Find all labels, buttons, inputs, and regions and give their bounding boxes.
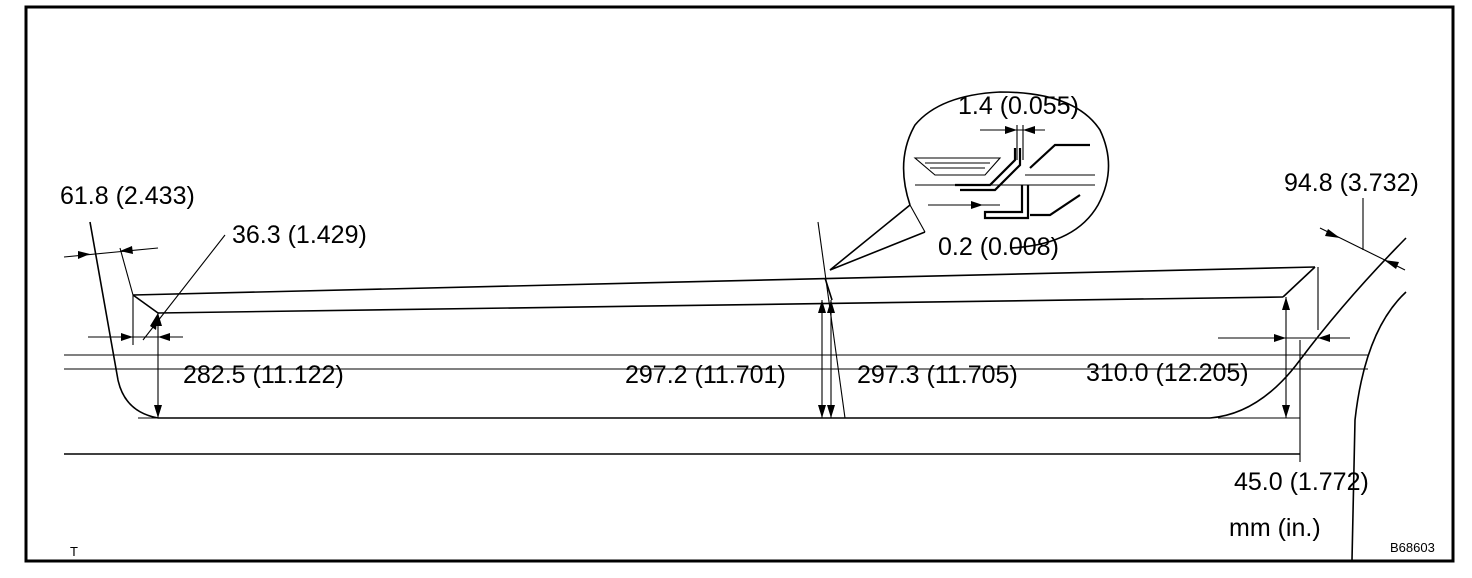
arrow-297-3-bottom: [827, 405, 835, 418]
detail-callout: 1.4 (0.055) 0.2 (0.008): [829, 91, 1110, 271]
dim-282-5: 282.5 (11.122): [138, 313, 344, 419]
label-297-2: 297.2 (11.701): [625, 361, 786, 389]
callout-bubble-join: [909, 204, 926, 233]
figure-frame: [24, 5, 1455, 563]
section-hem: [983, 185, 1030, 220]
dim-45-0: 45.0 (1.772): [1218, 334, 1369, 496]
arrow-282-5-bottom: [154, 405, 162, 418]
callout-pointer: [829, 204, 926, 271]
arrow-94-8-a: [1325, 229, 1340, 238]
label-61-8: 61.8 (2.433): [60, 182, 195, 210]
label-45-0: 45.0 (1.772): [1234, 468, 1369, 496]
dim-94-8: 94.8 (3.732): [1284, 169, 1419, 330]
label-310-0: 310.0 (12.205): [1086, 359, 1249, 387]
panel-left-bevel: [132, 294, 159, 314]
section-right-upper: [1029, 143, 1090, 169]
dim-310-0: 310.0 (12.205): [1086, 297, 1300, 419]
arrow-310-0-top: [1282, 297, 1290, 310]
section-right-lower: [1030, 194, 1081, 217]
label-0-2: 0.2 (0.008): [938, 233, 1059, 261]
label-1-4: 1.4 (0.055): [958, 92, 1079, 120]
arrow-36-3-a: [121, 333, 133, 341]
arrow-310-0-bottom: [1282, 405, 1290, 418]
panel-top-edge: [132, 266, 1316, 296]
arrow-0-2: [971, 201, 983, 209]
arrow-61-8-a: [78, 251, 90, 259]
arrow-36-3-b: [158, 333, 170, 341]
units-label: mm (in.): [1229, 514, 1321, 542]
panel-inner-edge: [157, 296, 1284, 314]
label-282-5: 282.5 (11.122): [183, 361, 344, 389]
label-297-3: 297.3 (11.705): [857, 361, 1018, 389]
panel-right-bevel: [1282, 266, 1316, 298]
callout-bubble: [902, 91, 1110, 249]
arrow-45-0-a: [1274, 334, 1286, 342]
body-curve-right: [1209, 237, 1407, 419]
body-curve-left: [89, 221, 159, 419]
arrow-61-8-b: [120, 246, 133, 254]
arrow-297-3-top: [827, 300, 835, 313]
arrow-94-8-b: [1384, 260, 1399, 269]
left-extension-line: [119, 247, 134, 296]
arrow-282-5-top: [154, 313, 162, 326]
figure-code: B68603: [1390, 540, 1435, 555]
arrow-297-2-top: [818, 300, 826, 313]
arrow-297-2-bottom: [818, 405, 826, 418]
section-left-flange-inner: [960, 148, 1022, 192]
center-slant-line: [817, 221, 846, 419]
dim-36-3: 36.3 (1.429): [88, 221, 367, 345]
arrow-1-4-b: [1023, 126, 1035, 134]
label-94-8: 94.8 (3.732): [1284, 169, 1419, 197]
section-upper-left: [913, 157, 1002, 176]
dim-61-8: 61.8 (2.433): [60, 182, 195, 259]
label-36-3: 36.3 (1.429): [232, 221, 367, 249]
body-curve-far-right: [1351, 291, 1407, 561]
dim-297: 297.2 (11.701) 297.3 (11.705): [625, 221, 1018, 419]
arrow-45-0-b: [1318, 334, 1330, 342]
corner-mark: T: [70, 544, 78, 559]
arrow-1-4-a: [1005, 126, 1017, 134]
panel-outline: [89, 221, 1407, 561]
